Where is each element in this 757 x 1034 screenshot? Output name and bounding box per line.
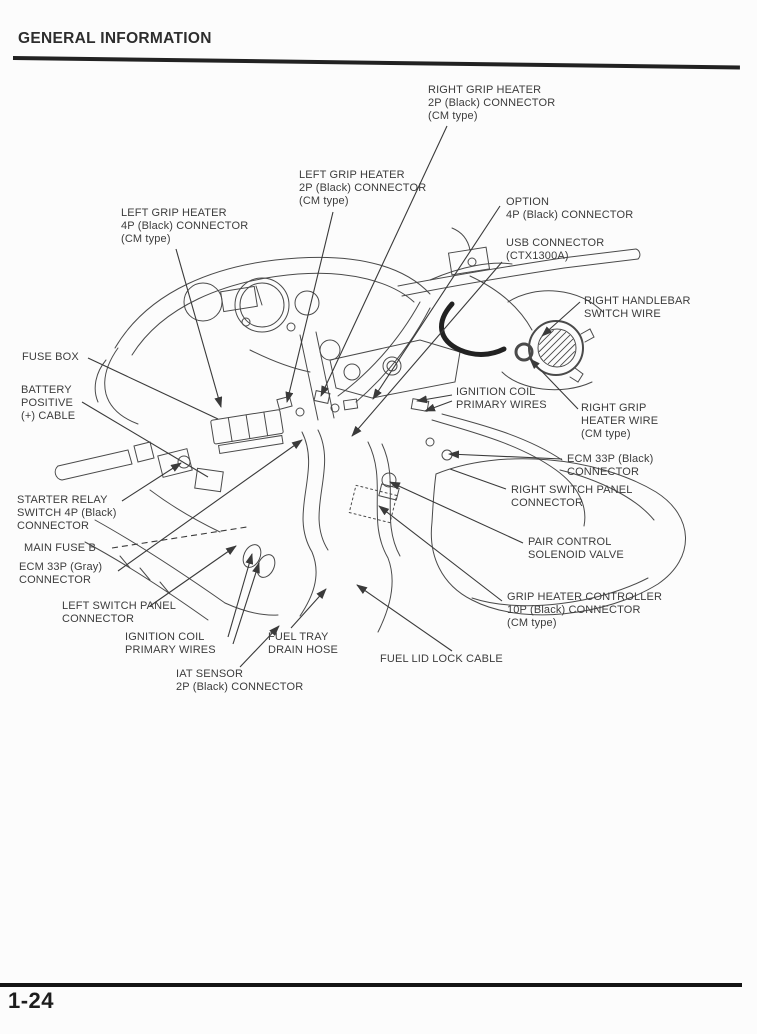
leader-line-left-grip-heater-4p — [175, 248, 223, 408]
leader-line-ignition-coil-right-b — [424, 400, 453, 412]
leader-line-right-handlebar-switch-wire — [541, 301, 581, 337]
leader-line-grip-heater-controller-10p — [378, 505, 503, 602]
leader-line-ignition-coil-right-a — [416, 394, 453, 404]
page-title: GENERAL INFORMATION — [18, 30, 212, 47]
leader-line-usb-connector — [351, 261, 503, 437]
page-number: 1-24 — [8, 988, 55, 1013]
leader-line-option-connector — [372, 205, 501, 400]
leader-line-ignition-coil-left-b — [232, 562, 260, 645]
leader-line-fuel-tray-drain-hose — [290, 588, 327, 629]
leader-line-ecm-33p-gray-connector — [117, 439, 303, 572]
motorcycle-line-art — [54, 227, 686, 633]
leader-line-fuse-box — [87, 357, 219, 420]
leader-line-left-switch-panel-connector — [149, 545, 237, 607]
leader-line-right-switch-panel-connector — [449, 468, 507, 490]
leader-line-left-grip-heater-2p — [285, 211, 334, 403]
leader-line-right-grip-heater-2p — [320, 125, 448, 397]
leader-line-iat-sensor-2p — [239, 625, 280, 668]
leader-line-pair-control-solenoid-valve — [389, 481, 524, 544]
leader-line-starter-relay-switch-4p — [121, 462, 182, 502]
leader-lines — [81, 125, 581, 668]
leader-line-main-fuse-b — [111, 526, 248, 549]
footer-rule — [0, 983, 742, 987]
leader-line-fuel-lid-lock-cable — [356, 584, 453, 652]
leader-line-ignition-coil-left-a — [227, 553, 254, 638]
leader-line-ecm-33p-black-connector — [448, 450, 563, 460]
leader-line-battery-positive-cable — [81, 401, 209, 478]
leader-line-right-grip-heater-wire — [529, 358, 579, 410]
